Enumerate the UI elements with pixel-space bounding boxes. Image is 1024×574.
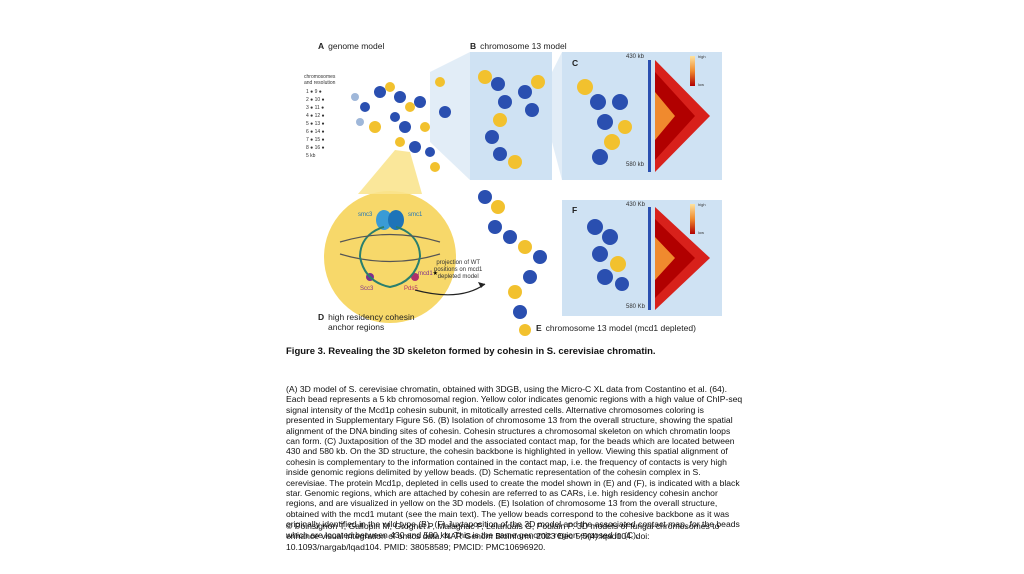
projection-arrow <box>414 283 486 296</box>
label-mcd1: mcd1★ <box>418 271 439 277</box>
colorbar-c-high: high <box>698 54 706 59</box>
panel-c-bottom-kb: 580 kb <box>626 162 645 168</box>
chromosome-legend: 1 ● 9 ● 2 ● 10 ● 3 ● 11 ● 4 ● 12 ● 5 ● 1… <box>306 89 325 159</box>
caption-title: Figure 3. Revealing the 3D skeleton form… <box>286 346 656 357</box>
colorbar-f <box>690 204 695 234</box>
black-star-icon: ★ <box>432 271 439 277</box>
panel-f-top-kb: 430 Kb <box>626 202 646 208</box>
cohesin-schematic <box>339 210 441 289</box>
panel-d-cohesin-circle <box>324 191 456 323</box>
figure-graphics <box>324 52 722 336</box>
label-smc3: smc3 <box>358 212 373 218</box>
chromosome-13-beads <box>478 70 545 169</box>
caption-citation: © Poinsignon T, Gallopin M, Grognet P, M… <box>286 521 720 552</box>
panel-f-bottom-kb: 580 Kb <box>626 304 646 310</box>
colorbar-c <box>690 56 695 86</box>
panel-c-label: C <box>572 58 579 68</box>
label-pds5: Pds5 <box>404 286 418 292</box>
genome-model-beads <box>351 77 451 172</box>
bead-strip-c <box>648 60 651 172</box>
zoom-connector-a-d <box>358 150 422 194</box>
chromosome-13-mcd1-beads <box>478 190 547 336</box>
zoom-connector-a-b <box>430 52 470 180</box>
bead-strip-f <box>648 207 651 310</box>
colorbar-c-low: low <box>698 82 705 87</box>
panel-f-label: F <box>572 205 578 215</box>
zoom-connector-b-c <box>552 52 562 180</box>
panel-c-top-kb: 430 kb <box>626 54 645 60</box>
chromosome-13-segment-beads-f <box>587 219 629 291</box>
colorbar-f-low: low <box>698 230 705 235</box>
label-scc3: Scc3 <box>360 286 374 292</box>
colorbar-f-high: high <box>698 202 706 207</box>
chromosome-13-segment-beads-c <box>577 79 632 165</box>
caption-body: (A) 3D model of S. cerevisiae chromatin,… <box>286 384 743 540</box>
label-smc1: smc1 <box>408 212 423 218</box>
